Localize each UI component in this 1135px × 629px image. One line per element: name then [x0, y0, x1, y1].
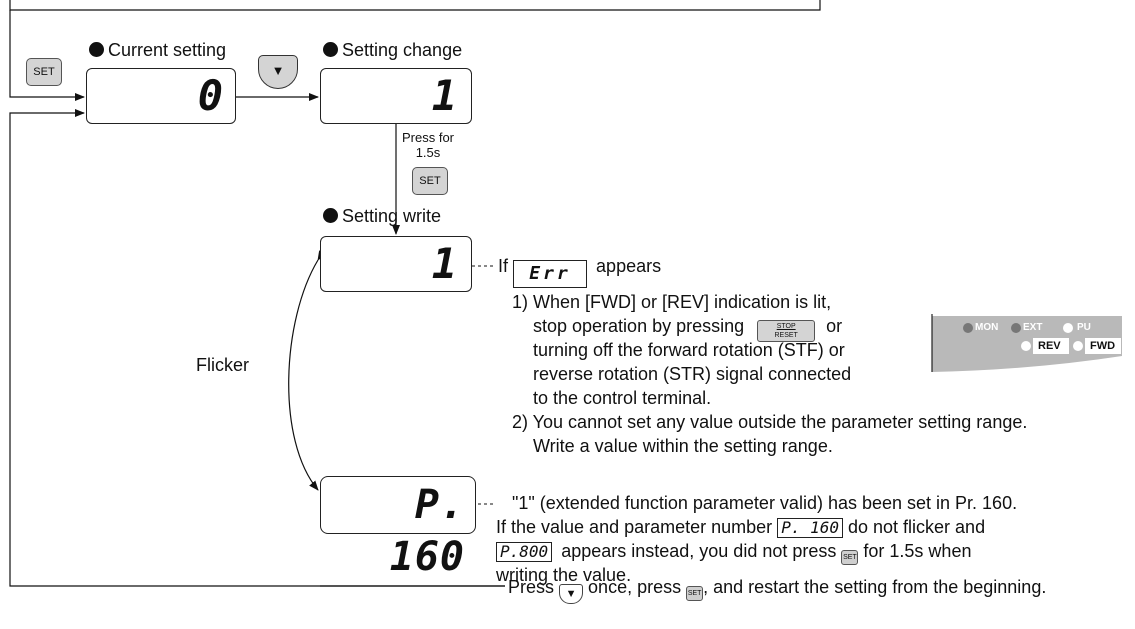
set-button-hold[interactable]: SET [412, 167, 448, 195]
down-button[interactable]: ▼ [258, 55, 298, 89]
panel-ext: EXT [1023, 322, 1043, 333]
error-line-2a: stop operation by pressing [533, 316, 745, 336]
setting-change-display: 1 [320, 68, 472, 124]
final-note-line-2b: do not flicker and [848, 517, 986, 537]
bottom-once-text: once, press [588, 577, 682, 597]
setting-write-value: 1 [431, 239, 457, 288]
panel-mon: MON [975, 322, 999, 333]
final-note-line-2a: If the value and parameter number [496, 517, 773, 537]
final-note-line-4: writing the value. [496, 565, 632, 585]
if-text: If [498, 256, 509, 276]
error-line-3: turning off the forward rotation (STF) o… [533, 340, 845, 360]
final-note-line-3b: for 1.5s when [863, 541, 972, 561]
set-inline-button-2[interactable]: SET [686, 586, 704, 601]
final-note-line-3: P.800 appears instead, you did not press… [496, 539, 971, 565]
error-line-5: to the control terminal. [533, 388, 712, 408]
setting-write-label: Setting write [323, 206, 441, 226]
down-arrow-icon: ▼ [271, 63, 285, 78]
down-inline-button[interactable]: ▼ [559, 584, 584, 604]
bullet-icon [323, 42, 338, 57]
error-line-1: 1) When [FWD] or [REV] indication is lit… [512, 292, 832, 312]
error-condition: If Err appears [498, 254, 661, 288]
error-line-2: stop operation by pressing STOP RESET or [533, 314, 842, 342]
final-note-line-1: "1" (extended function parameter valid) … [512, 493, 1018, 513]
setting-write-display: 1 [320, 236, 472, 292]
final-note-line-3a: appears instead, you did not press [561, 541, 837, 561]
bottom-press-text: Press [508, 577, 555, 597]
final-note-line-2: If the value and parameter number P. 160… [496, 515, 985, 539]
error-line-7: Write a value within the setting range. [533, 436, 833, 456]
p800-inline-display: P.800 [496, 542, 553, 562]
error-line-2b: or [826, 316, 843, 336]
operation-panel-illustration: MON EXT PU REV FWD [930, 312, 1124, 374]
setting-change-value: 1 [431, 71, 457, 120]
set-button[interactable]: SET [26, 58, 62, 86]
error-line-4: reverse rotation (STR) signal connected [533, 364, 852, 384]
current-setting-label: Current setting [89, 40, 226, 60]
setting-change-label: Setting change [323, 40, 462, 60]
panel-fwd: FWD [1090, 340, 1116, 352]
press-for-text: Press for [401, 130, 454, 145]
flicker-label: Flicker [196, 355, 249, 375]
appears-text: appears [596, 256, 662, 276]
error-line-6: 2) You cannot set any value outside the … [512, 412, 1028, 432]
set-inline-button[interactable]: SET [841, 550, 859, 565]
final-display: P. 160 [320, 476, 476, 580]
p160-inline-display: P. 160 [777, 518, 843, 538]
press-time-text: 1.5s [415, 145, 441, 160]
err-display: Err [513, 260, 588, 288]
current-setting-value: 0 [197, 71, 223, 120]
panel-shape [931, 314, 1122, 372]
bottom-restart-text: , and restart the setting from the begin… [703, 577, 1047, 597]
bullet-icon [89, 42, 104, 57]
down-arrow-icon: ▼ [565, 588, 577, 600]
stop-label: STOP [776, 323, 796, 330]
press-hint: Press for 1.5s [398, 130, 458, 160]
current-setting-display: 0 [86, 68, 236, 124]
bullet-icon [323, 208, 338, 223]
reset-label: RESET [774, 332, 798, 339]
stop-reset-button[interactable]: STOP RESET [757, 320, 816, 342]
bottom-note: Press ▼ once, press SET, and restart the… [508, 575, 1046, 604]
final-value: P. 160 [389, 482, 465, 580]
panel-rev: REV [1038, 340, 1061, 352]
panel-pu: PU [1077, 322, 1091, 333]
